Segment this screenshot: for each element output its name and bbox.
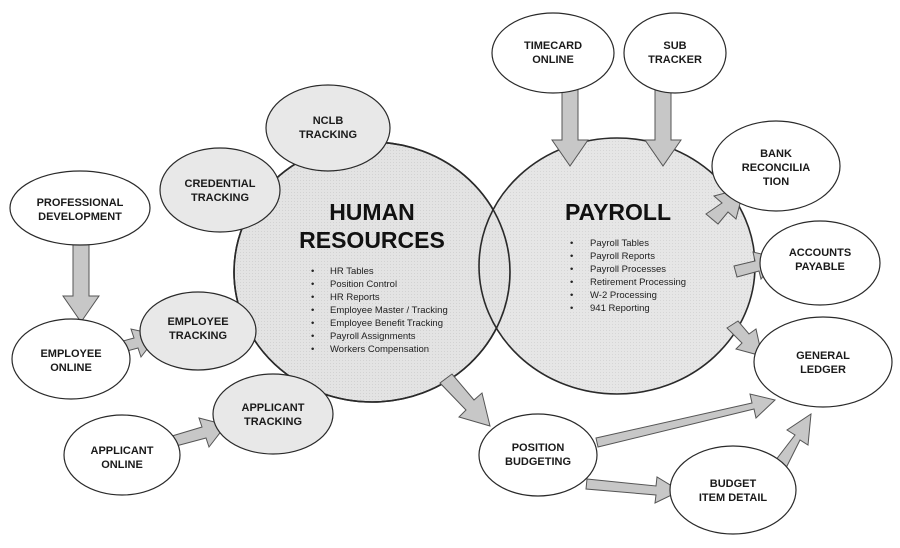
node-professional-development: PROFESSIONAL DEVELOPMENT [9,170,151,246]
arrow-position-budgeting-to-budget-item [585,476,682,504]
node-applicant-tracking-shape [212,373,334,455]
node-nclb-tracking-shape [265,84,391,172]
node-nclb-tracking-label: TRACKING [299,129,357,141]
hr-item: Employee Benefit Tracking [330,318,443,329]
node-timecard-online-shape [491,12,615,94]
arrow-hr-to-position-budgeting [439,373,491,427]
node-bank-reconciliation-shape [711,120,841,212]
node-bank-reconciliation-label: BANK [760,148,792,160]
node-budget-item-detail: BUDGET ITEM DETAIL [669,445,797,535]
payroll-item-bullet: • [570,277,573,288]
node-accounts-payable-label: PAYABLE [795,261,845,273]
node-employee-online: EMPLOYEE ONLINE [11,318,131,400]
hr-item-bullet: • [311,266,314,277]
node-sub-tracker-shape [623,12,727,94]
node-credential-tracking: CREDENTIAL TRACKING [159,147,281,233]
arrow-position-budgeting-to-general-ledger [595,393,777,448]
node-employee-online-shape [11,318,131,400]
node-sub-tracker-label: SUB [663,40,686,52]
hr-item: Employee Master / Tracking [330,305,448,316]
node-applicant-tracking-label: APPLICANT [242,402,305,414]
node-budget-item-detail-shape [669,445,797,535]
hr-item-bullet: • [311,292,314,303]
node-timecard-online-label: TIMECARD [524,40,582,52]
hr-title-line1: HUMAN [329,199,415,225]
node-position-budgeting: POSITION BUDGETING [478,413,598,497]
payroll-item: Payroll Tables [590,238,649,249]
node-professional-development-label: PROFESSIONAL [37,197,124,209]
node-employee-tracking-label: EMPLOYEE [167,316,228,328]
hr-item: Payroll Assignments [330,331,416,342]
payroll-item: Retirement Processing [590,277,686,288]
payroll-item: W-2 Processing [590,290,657,301]
node-bank-reconciliation: BANK RECONCILIA TION [711,120,841,212]
arrow-applicant-online-to-tracking [171,417,227,449]
payroll-item-bullet: • [570,290,573,301]
node-credential-tracking-shape [159,147,281,233]
node-timecard-online-label: ONLINE [532,54,574,66]
node-general-ledger-label: LEDGER [800,364,846,376]
hr-item-bullet: • [311,279,314,290]
node-budget-item-detail-label: ITEM DETAIL [699,492,768,504]
node-applicant-online-label: APPLICANT [91,445,154,457]
node-bank-reconciliation-label: RECONCILIA [742,162,811,174]
payroll-item-bullet: • [570,238,573,249]
node-professional-development-shape [9,170,151,246]
arrow-timecard-to-payroll [551,83,589,167]
hr-item-list: • HR Tables • Position Control • HR Repo… [311,266,448,355]
node-position-budgeting-label: POSITION [512,442,565,454]
node-budget-item-detail-label: BUDGET [710,478,757,490]
node-applicant-tracking: APPLICANT TRACKING [212,373,334,455]
hr-item-bullet: • [311,344,314,355]
node-position-budgeting-shape [478,413,598,497]
node-sub-tracker-label: TRACKER [648,54,702,66]
node-employee-tracking: EMPLOYEE TRACKING [139,291,257,371]
payroll-item: Payroll Reports [590,251,655,262]
hr-item-bullet: • [311,305,314,316]
node-credential-tracking-label: TRACKING [191,192,249,204]
node-applicant-online: APPLICANT ONLINE [63,414,181,496]
node-general-ledger-shape [753,316,893,408]
node-accounts-payable-label: ACCOUNTS [789,247,851,259]
hr-item: Position Control [330,279,397,290]
hr-item-bullet: • [311,318,314,329]
hr-item: Workers Compensation [330,344,429,355]
hr-item-bullet: • [311,331,314,342]
node-nclb-tracking: NCLB TRACKING [265,84,391,172]
node-applicant-online-label: ONLINE [101,459,143,471]
arrow-payroll-to-general-ledger [726,320,763,357]
payroll-item-list: • Payroll Tables • Payroll Reports • Pay… [570,238,686,314]
node-nclb-tracking-label: NCLB [313,115,344,127]
hr-item: HR Reports [330,292,380,303]
node-timecard-online: TIMECARD ONLINE [491,12,615,94]
node-applicant-tracking-label: TRACKING [244,416,302,428]
arrow-profdev-to-employee-online [62,243,100,323]
node-general-ledger-label: GENERAL [796,350,850,362]
payroll-item-bullet: • [570,251,573,262]
node-employee-online-label: ONLINE [50,362,92,374]
node-credential-tracking-label: CREDENTIAL [185,178,256,190]
hr-item: HR Tables [330,266,374,277]
payroll-item-bullet: • [570,303,573,314]
payroll-item: 941 Reporting [590,303,650,314]
node-bank-reconciliation-label: TION [763,176,789,188]
node-professional-development-label: DEVELOPMENT [38,211,122,223]
payroll-item-bullet: • [570,264,573,275]
node-accounts-payable-shape [759,220,881,306]
node-applicant-online-shape [63,414,181,496]
payroll-item: Payroll Processes [590,264,666,275]
node-sub-tracker: SUB TRACKER [623,12,727,94]
payroll-title: PAYROLL [565,199,671,225]
node-accounts-payable: ACCOUNTS PAYABLE [759,220,881,306]
node-employee-tracking-shape [139,291,257,371]
node-position-budgeting-label: BUDGETING [505,456,571,468]
hr-title-line2: RESOURCES [299,227,445,253]
node-general-ledger: GENERAL LEDGER [753,316,893,408]
node-employee-online-label: EMPLOYEE [40,348,101,360]
node-employee-tracking-label: TRACKING [169,330,227,342]
